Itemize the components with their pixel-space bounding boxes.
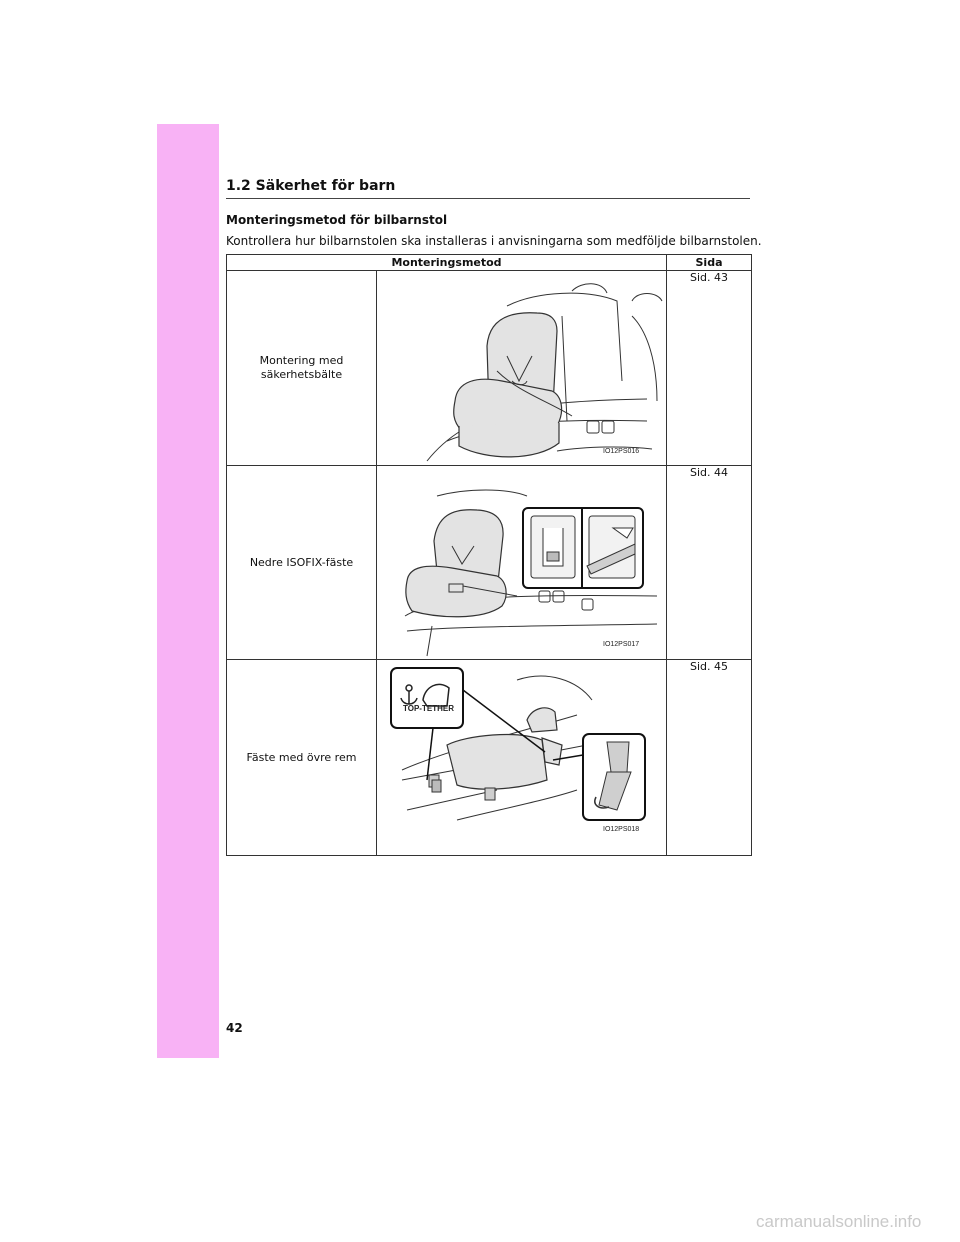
- method-cell: Fäste med övre rem: [226, 659, 377, 856]
- section-title: 1.2 Säkerhet för barn: [226, 178, 396, 194]
- child-seat-isofix-illustration: [404, 489, 658, 657]
- header-page: Sida: [666, 254, 752, 271]
- top-tether-illustration: [390, 667, 646, 821]
- figure-code: IO12PS018: [603, 826, 640, 833]
- watermark: carmanualsonline.info: [756, 1212, 922, 1231]
- table-row: Nedre ISOFIX-fäste: [226, 465, 752, 660]
- figure-code: IO12PS016: [603, 448, 640, 455]
- page-ref-cell: Sid. 43: [666, 270, 752, 466]
- page-number: 42: [226, 1021, 243, 1035]
- top-tether-label: TOP-TETHER: [403, 704, 454, 713]
- child-seat-with-seatbelt-illustration: [426, 283, 663, 462]
- intro-text: Kontrollera hur bilbarnstolen ska instal…: [226, 234, 762, 248]
- subheading: Monteringsmetod för bilbarnstol: [226, 213, 448, 227]
- page-ref-cell: Sid. 45: [666, 659, 752, 856]
- figure-code: IO12PS017: [603, 641, 640, 648]
- table-row: Montering med säkerhetsbälte: [226, 270, 752, 466]
- header-method: Monteringsmetod: [226, 254, 667, 271]
- method-cell: Montering med säkerhetsbälte: [226, 270, 377, 466]
- title-divider: [226, 198, 750, 199]
- installation-methods-table: Monteringsmetod Sida Montering med säker…: [226, 254, 752, 856]
- page-ref-cell: Sid. 44: [666, 465, 752, 660]
- method-cell: Nedre ISOFIX-fäste: [226, 465, 377, 660]
- chapter-side-tab: [157, 124, 219, 1058]
- table-row: Fäste med övre rem: [226, 659, 752, 856]
